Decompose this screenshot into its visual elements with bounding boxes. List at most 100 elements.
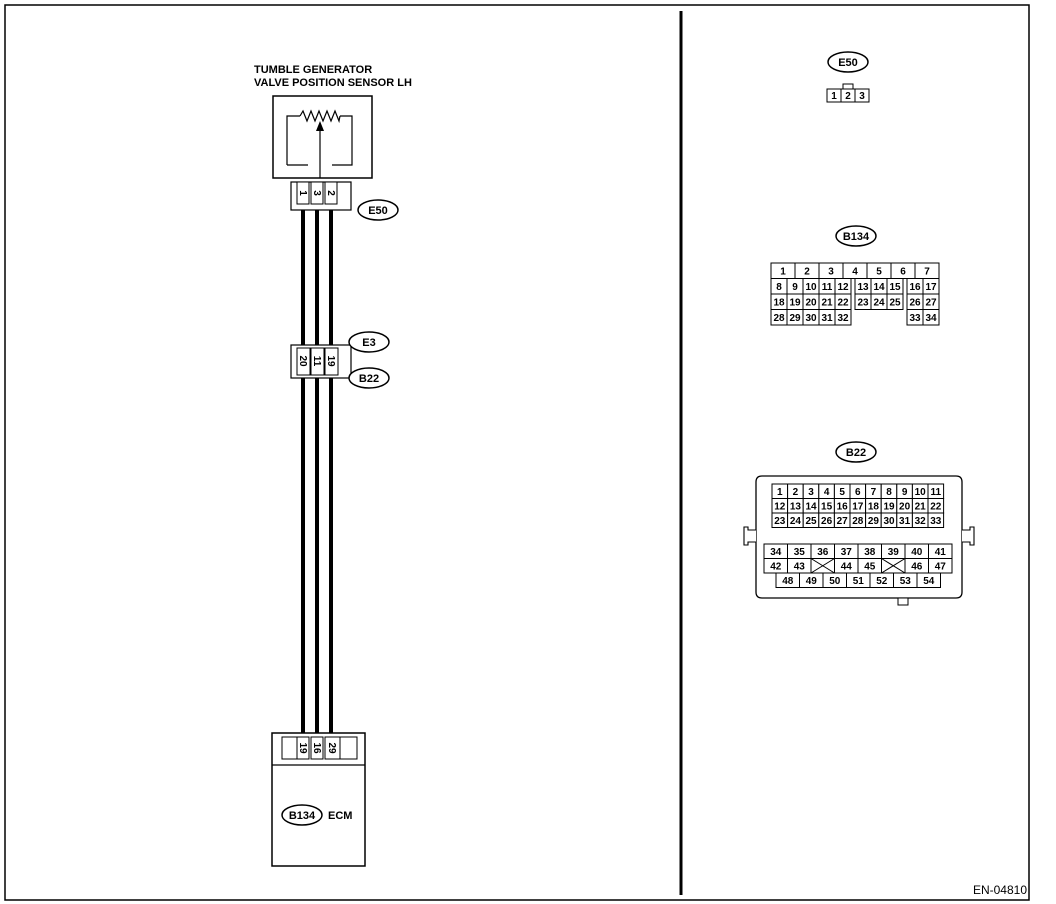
b22-view-pin-label: 17	[852, 501, 864, 512]
b134-view-pin-label: 7	[924, 266, 930, 277]
b22-view-pin-label: 45	[864, 561, 876, 572]
svg-text:E50: E50	[368, 205, 388, 217]
b134-view-cell	[922, 309, 940, 326]
b22-view-pin-label: 31	[899, 516, 911, 527]
b22-view-pin-label: 35	[794, 547, 806, 558]
b22-view-pin-label: 19	[883, 501, 895, 512]
b134-view-pin-label: 18	[773, 297, 785, 308]
b22-view-pin-label: 21	[915, 501, 927, 512]
harness-wires	[301, 210, 333, 735]
b22-view-pin-label: 26	[821, 516, 833, 527]
b134-view-pin-label: 31	[821, 313, 833, 324]
b134-view-pin-label: 10	[805, 282, 817, 293]
b134-view-pin-label: 23	[857, 297, 869, 308]
view-b22-label: B22	[846, 447, 866, 459]
b22-view-pin-label: 1	[777, 487, 783, 498]
joint-connector: 20 11 19	[290, 344, 352, 379]
b22-view-pin-label: 44	[841, 561, 853, 572]
page-frame	[4, 4, 1030, 901]
b22-view-pin-label: 43	[794, 561, 806, 572]
b22-view-pin-label: 38	[864, 547, 876, 558]
sensor-pin-2: 3	[311, 190, 322, 196]
e50-view-pin-label: 3	[859, 91, 865, 102]
b22-view-pin-label: 29	[868, 516, 880, 527]
ecm-label: ECM	[328, 810, 352, 822]
b22-view-pin-label: 53	[900, 576, 912, 587]
b22-view-pin-label: 14	[805, 501, 817, 512]
b22-view-pin-label: 39	[888, 547, 900, 558]
b22-view-pin-label: 37	[841, 547, 853, 558]
tag-e3: E3	[348, 331, 390, 353]
sensor-title-line1: TUMBLE GENERATOR	[254, 64, 372, 76]
b22-view-pin-label: 3	[808, 487, 814, 498]
b134-view-pin-label: 28	[773, 313, 785, 324]
b134-view-pin-label: 33	[909, 313, 921, 324]
b22-view-pin-label: 50	[829, 576, 841, 587]
b22-view-pin-label: 51	[853, 576, 865, 587]
b134-view-pin-label: 4	[852, 266, 858, 277]
svg-text:B22: B22	[359, 373, 379, 385]
ecm-connector-label: B134	[289, 810, 316, 822]
b22-view-cell	[927, 512, 945, 528]
b22-view-pin-label: 23	[774, 516, 786, 527]
wiper-arrow-icon	[316, 121, 324, 131]
b134-view-pin-label: 29	[789, 313, 801, 324]
b134-view-pin-label: 1	[780, 266, 786, 277]
b22-view-pin-label: 25	[805, 516, 817, 527]
b134-view-pin-label: 21	[821, 297, 833, 308]
b22-view-blank-mark	[810, 558, 835, 574]
b22-view-pin-label: 4	[824, 487, 830, 498]
b22-view-pin-label: 30	[883, 516, 895, 527]
b134-view-pin-label: 16	[909, 282, 921, 293]
b22-view-pin-label: 5	[839, 487, 845, 498]
b134-view-pin-label: 11	[822, 282, 833, 293]
tag-e50: E50	[357, 199, 399, 221]
b22-view-cell	[916, 572, 941, 588]
tag-b134	[281, 804, 323, 826]
b22-view-pin-label: 52	[876, 576, 888, 587]
b22-view-pin-label: 22	[930, 501, 942, 512]
b134-view-pin-label: 25	[889, 297, 901, 308]
b22-view-pin-label: 6	[855, 487, 861, 498]
b134-view-cell	[886, 293, 904, 310]
b22-view-pin-label: 20	[899, 501, 911, 512]
b134-view-pin-label: 6	[900, 266, 906, 277]
b22-view-pin-label: 10	[915, 487, 927, 498]
b22-view-pin-label: 18	[868, 501, 880, 512]
b22-view-pin-label: 8	[886, 487, 892, 498]
b22-view-pin-label: 49	[806, 576, 818, 587]
b22-view-pin-label: 16	[837, 501, 849, 512]
e50-view-cell	[854, 88, 870, 103]
b134-view-pin-label: 14	[873, 282, 885, 293]
b134-view-pin-label: 27	[925, 297, 937, 308]
joint-pin-3: 19	[325, 355, 336, 367]
b22-view-pin-label: 41	[935, 547, 947, 558]
b134-view-pin-label: 26	[909, 297, 921, 308]
b134-view-pin-label: 13	[857, 282, 869, 293]
b22-view-pin-label: 40	[911, 547, 923, 558]
b134-view-pin-label: 30	[805, 313, 817, 324]
sensor-pin-3: 2	[325, 190, 336, 196]
b22-view-pin-label: 9	[902, 487, 908, 498]
e50-view-pin-label: 1	[831, 91, 837, 102]
b134-view-pin-label: 19	[789, 297, 801, 308]
sensor-connector: 1 3 2	[290, 181, 352, 211]
ecm-box: 19 16 29 B134 ECM	[271, 732, 366, 867]
b134-view-pin-label: 20	[805, 297, 817, 308]
b22-view-pin-label: 36	[817, 547, 829, 558]
b22-view-pin-label: 15	[821, 501, 833, 512]
b134-view-pin-label: 34	[925, 313, 937, 324]
joint-pin-1: 20	[297, 355, 308, 367]
b22-view-pin-label: 33	[930, 516, 942, 527]
tag-b22: B22	[348, 367, 390, 389]
b134-view-pin-label: 9	[792, 282, 798, 293]
b22-view-pin-label: 13	[790, 501, 802, 512]
b22-view-pin-label: 24	[790, 516, 802, 527]
b134-view-pin-label: 22	[837, 297, 849, 308]
b134-view-pin-label: 17	[925, 282, 937, 293]
figure-code: EN-04810	[973, 883, 1027, 897]
ecm-pin-1: 19	[297, 742, 308, 754]
